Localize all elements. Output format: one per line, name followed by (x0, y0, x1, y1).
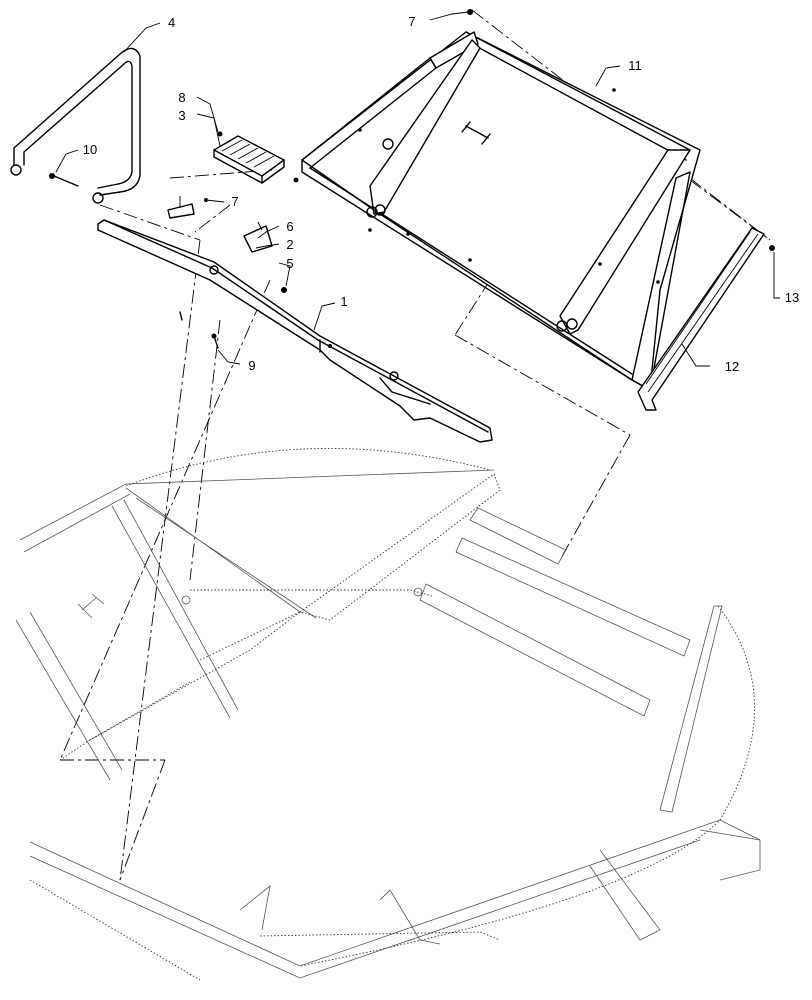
panel-frame-part-11 (301, 9, 701, 391)
nut-part-5 (281, 287, 287, 293)
callout-9: 9 (248, 358, 255, 373)
callout-7-top: 7 (408, 14, 415, 29)
callout-7-left: 7 (231, 194, 238, 209)
callout-12: 12 (725, 359, 739, 374)
callout-10: 10 (83, 142, 97, 157)
callout-4: 4 (168, 15, 175, 30)
side-strip-part-12 (637, 227, 775, 411)
bracket-part-7-small (167, 196, 208, 219)
ghost-assembly (15, 448, 761, 981)
callout-13: 13 (785, 290, 799, 305)
bolt-part-10 (49, 173, 79, 187)
callout-5: 5 (286, 256, 293, 271)
handle-part-4 (10, 47, 141, 204)
callout-3: 3 (178, 108, 185, 123)
callout-6: 6 (286, 219, 293, 234)
step-tread-part-3 (213, 131, 299, 184)
bolt-part-9 (179, 311, 219, 349)
callout-labels: 4 8 3 10 7 7 11 6 2 5 1 9 12 13 (83, 14, 799, 374)
leader-lines (55, 11, 780, 367)
callout-11: 11 (628, 58, 642, 73)
chain-lines (59, 9, 771, 881)
callout-2: 2 (286, 237, 293, 252)
callout-1: 1 (340, 294, 347, 309)
callout-8: 8 (178, 90, 185, 105)
support-beam-part-1 (97, 219, 493, 443)
